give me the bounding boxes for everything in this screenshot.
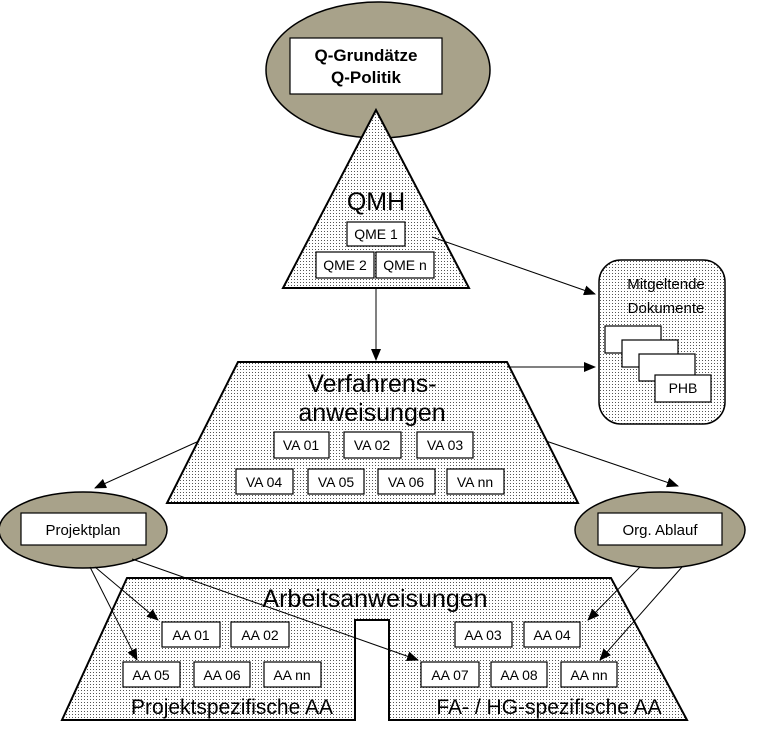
aa-03-label: AA 03 bbox=[464, 627, 502, 643]
aa-nn-right-label: AA nn bbox=[570, 667, 607, 683]
arrow-org-ablauf-to-aa04 bbox=[587, 566, 641, 621]
qmh-triangle: QMH QME 1 QME 2 QME n bbox=[281, 107, 471, 289]
org-ablauf-label: Org. Ablauf bbox=[622, 522, 698, 539]
arrow-va-to-projektplan bbox=[94, 440, 200, 489]
org-ablauf-node: Org. Ablauf bbox=[574, 491, 746, 569]
projektplan-label: Projektplan bbox=[45, 522, 120, 539]
va-05-label: VA 05 bbox=[318, 474, 355, 490]
va-06-label: VA 06 bbox=[388, 474, 425, 490]
va-05-box bbox=[307, 468, 365, 495]
arrow-org-ablauf-to-aann bbox=[599, 566, 683, 661]
phb-doc-box bbox=[654, 374, 712, 403]
aa-04-label: AA 04 bbox=[533, 627, 571, 643]
aa-07-box bbox=[420, 661, 480, 688]
projektplan-node: Projektplan bbox=[0, 491, 168, 569]
phb-label: PHB bbox=[669, 380, 698, 396]
va-03-label: VA 03 bbox=[427, 437, 464, 453]
va-04-label: VA 04 bbox=[246, 474, 283, 490]
qme-1-label: QME 1 bbox=[354, 226, 398, 242]
aa-06-box bbox=[193, 661, 251, 688]
q-principles-node: Q-Grundätze Q-Politik bbox=[265, 1, 491, 139]
mitgeltende-dokumente-node: Mitgeltende Dokumente PHB bbox=[598, 259, 726, 425]
va-02-label: VA 02 bbox=[354, 437, 391, 453]
q-principles-line2: Q-Politik bbox=[331, 68, 401, 87]
va-02-box bbox=[343, 431, 402, 459]
va-nn-label: VA nn bbox=[457, 474, 493, 490]
aa-05-label: AA 05 bbox=[132, 667, 170, 683]
aa-left-caption: Projektspezifische AA bbox=[131, 696, 333, 719]
verfahrensanweisungen-trapezoid: Verfahrens- anweisungen VA 01 VA 02 VA 0… bbox=[165, 361, 580, 504]
arrow-va-to-org-ablauf bbox=[545, 440, 679, 488]
va-01-box bbox=[273, 431, 330, 459]
aa-08-label: AA 08 bbox=[500, 667, 538, 683]
va-06-box bbox=[377, 468, 436, 495]
aa-08-box bbox=[490, 661, 548, 688]
aa-07-label: AA 07 bbox=[431, 667, 469, 683]
va-title-line1: Verfahrens- bbox=[307, 370, 436, 398]
aa-02-box bbox=[230, 621, 290, 648]
aa-06-label: AA 06 bbox=[203, 667, 241, 683]
qme-1-box bbox=[346, 221, 406, 247]
connectors bbox=[89, 236, 683, 662]
aa-nn-left-label: AA nn bbox=[273, 667, 310, 683]
q-principles-line1: Q-Grundätze bbox=[315, 46, 418, 65]
arrow-qmh-to-mitgeltende bbox=[431, 236, 596, 296]
aa-03-box bbox=[454, 621, 513, 648]
aa-01-box bbox=[161, 621, 221, 648]
qme-2-box bbox=[315, 251, 375, 279]
va-title-line2: anweisungen bbox=[298, 399, 445, 427]
aa-01-label: AA 01 bbox=[172, 627, 210, 643]
aa-04-box bbox=[523, 621, 581, 648]
qme-n-label: QME n bbox=[383, 257, 427, 273]
va-03-box bbox=[416, 431, 474, 459]
va-04-box bbox=[235, 468, 294, 495]
qme-n-box bbox=[375, 251, 435, 279]
arrow-projektplan-to-aa01 bbox=[94, 566, 159, 621]
arrow-projektplan-to-aa05 bbox=[89, 566, 138, 661]
aa-02-label: AA 02 bbox=[241, 627, 279, 643]
qmh-title: QMH bbox=[347, 188, 405, 216]
va-01-label: VA 01 bbox=[283, 437, 320, 453]
aa-nn-left-box bbox=[263, 661, 322, 688]
arbeitsanweisungen-trapezoid: Arbeitsanweisungen AA 01 AA 02 AA 05 AA … bbox=[60, 577, 689, 721]
mitgeltende-line2: Dokumente bbox=[628, 300, 705, 317]
va-nn-box bbox=[446, 468, 505, 495]
qme-2-label: QME 2 bbox=[323, 257, 367, 273]
aa-nn-right-box bbox=[560, 661, 618, 688]
mitgeltende-line1: Mitgeltende bbox=[627, 276, 705, 293]
aa-right-caption: FA- / HG-spezifische AA bbox=[436, 696, 661, 719]
aa-title: Arbeitsanweisungen bbox=[262, 585, 487, 613]
aa-05-box bbox=[122, 661, 181, 688]
arrow-projektplan-to-aa07 bbox=[131, 558, 419, 662]
